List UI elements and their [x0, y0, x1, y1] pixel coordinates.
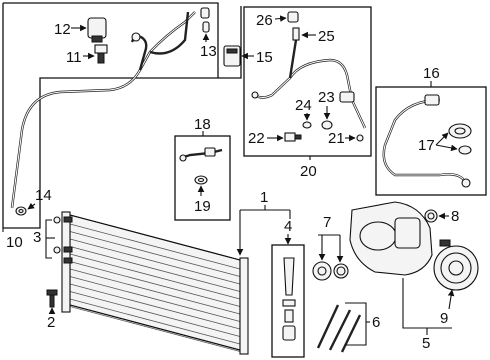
callout-16: 16 [423, 65, 440, 82]
callout-box-20 [243, 6, 372, 157]
o-ring-part-23 [321, 120, 333, 130]
callout-8: 8 [451, 208, 459, 225]
gasket-part-17 [448, 123, 472, 155]
callout-4: 4 [284, 218, 292, 235]
bolt-part-2 [46, 289, 58, 308]
callout-22: 22 [248, 130, 265, 147]
sensor-part-12 [87, 17, 107, 43]
callout-6: 6 [372, 314, 380, 331]
leader-line-17a [435, 132, 449, 146]
callout-18: 18 [194, 116, 211, 133]
callout-20: 20 [300, 163, 317, 180]
bolt-set-part-6 [316, 304, 362, 353]
callout-25: 25 [318, 28, 335, 45]
callout-11: 11 [66, 49, 82, 66]
small-line-part-18 [179, 147, 223, 162]
compressor-part-5 [349, 201, 433, 276]
valve-core-part-11 [94, 44, 108, 64]
leader-line-14 [27, 202, 36, 210]
callout-13: 13 [200, 43, 217, 60]
cap-part-26 [287, 11, 299, 23]
callout-box-4 [271, 244, 305, 358]
leader-line-17b [435, 144, 458, 152]
callout-21: 21 [328, 130, 345, 147]
callout-7: 7 [323, 214, 331, 231]
clutch-part-9 [433, 239, 479, 291]
leader-line-1 [236, 209, 290, 256]
o-ring-part-19 [194, 175, 208, 185]
switch-part-15 [223, 45, 241, 67]
o-ring-part-14 [15, 206, 27, 216]
callout-3: 3 [33, 229, 41, 246]
cap-part-13 [200, 7, 210, 33]
callout-14: 14 [35, 187, 52, 204]
seal-kit-part-7 [312, 261, 349, 281]
liquid-line-tube [10, 11, 196, 209]
leader-line-5 [402, 278, 452, 329]
bracket-part-3 [53, 216, 73, 264]
condenser-part-1 [61, 211, 249, 355]
o-ring-part-24 [302, 121, 312, 129]
callout-10: 10 [6, 234, 23, 251]
o-ring-part-21 [356, 134, 364, 142]
callout-1: 1 [260, 189, 268, 206]
leader-line-6 [345, 302, 367, 346]
callout-12: 12 [54, 21, 71, 38]
leader-line-3 [45, 219, 52, 259]
valve-core-part-25 [292, 27, 300, 41]
callout-box-10 [2, 2, 242, 229]
leader-line-26 [274, 15, 287, 22]
callout-9: 9 [440, 310, 448, 327]
callout-5: 5 [422, 335, 430, 352]
callout-26: 26 [256, 12, 273, 29]
o-ring-part-8 [424, 209, 438, 223]
callout-19: 19 [194, 198, 211, 215]
drier-part-4 [282, 257, 296, 341]
leader-line-9 [447, 289, 455, 310]
callout-17: 17 [418, 137, 435, 154]
callout-23: 23 [318, 89, 335, 106]
callout-2: 2 [47, 314, 55, 331]
callout-24: 24 [295, 97, 312, 114]
bolt-part-22 [284, 132, 302, 142]
callout-15: 15 [256, 49, 273, 66]
discharge-hose [382, 94, 471, 188]
